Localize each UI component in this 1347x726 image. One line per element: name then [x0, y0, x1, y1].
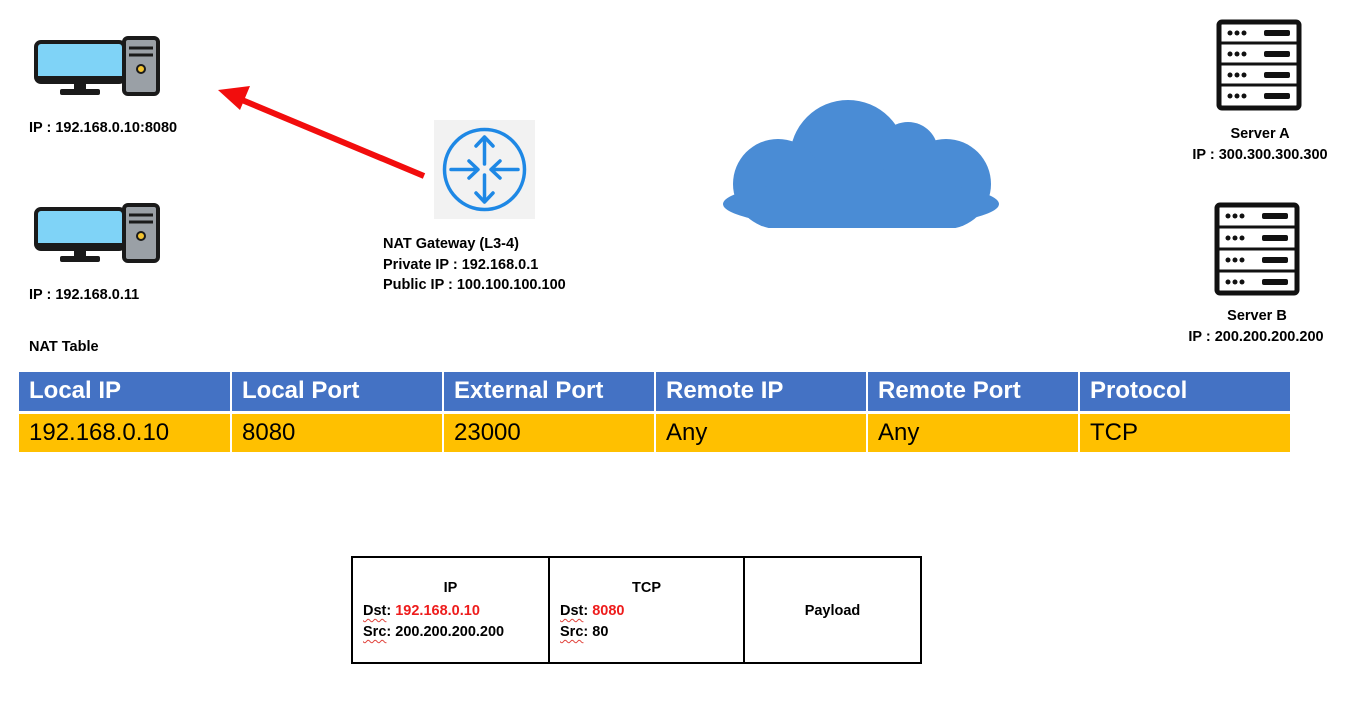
- ip-src-key: Src: [363, 624, 387, 640]
- packet-ip-header: IP Dst: 192.168.0.10 Src: 200.200.200.20…: [353, 558, 548, 662]
- desktop-computer-icon: [34, 203, 160, 263]
- server-rack-icon: [1214, 202, 1300, 296]
- column-header-remote-port: Remote Port: [867, 372, 1080, 414]
- tcp-dst-key: Dst: [560, 603, 584, 619]
- tcp-dst-value: 8080: [592, 603, 625, 619]
- server-a-ip-label: IP : 300.300.300.300: [1192, 147, 1328, 163]
- ip-dst-value: 192.168.0.10: [395, 603, 480, 619]
- host-1-ip-label: IP : 192.168.0.10:8080: [29, 120, 178, 136]
- payload-title: Payload: [804, 603, 861, 619]
- tcp-src-key: Src: [560, 624, 584, 640]
- desktop-computer-icon: [34, 36, 160, 96]
- ip-src-value: 200.200.200.200: [395, 624, 505, 640]
- ip-header-title: IP: [443, 580, 458, 596]
- cloud-icon: [723, 100, 999, 228]
- router-icon: [434, 120, 535, 219]
- host-2-ip-label: IP : 192.168.0.11: [29, 287, 140, 303]
- red-arrow-icon: [218, 86, 426, 179]
- cell-protocol: TCP: [1079, 412, 1292, 452]
- server-b-ip-label: IP : 200.200.200.200: [1188, 329, 1324, 345]
- column-header-protocol: Protocol: [1079, 372, 1292, 414]
- server-b-name-label: Server B: [1227, 308, 1287, 324]
- cell-external-port: 23000: [443, 412, 656, 452]
- cell-remote-ip: Any: [655, 412, 868, 452]
- tcp-dst-line: Dst: 8080: [560, 603, 625, 619]
- tcp-src-line: Src: 80: [560, 624, 609, 640]
- tcp-header-title: TCP: [632, 580, 661, 596]
- cell-local-ip: 192.168.0.10: [19, 412, 232, 452]
- column-header-local-port: Local Port: [231, 372, 444, 414]
- tcp-src-value: 80: [592, 624, 609, 640]
- packet-payload: Payload: [743, 558, 920, 662]
- server-rack-icon: [1216, 19, 1302, 111]
- table-row: 192.168.0.10 8080 23000 Any Any TCP: [19, 412, 1292, 452]
- packet-diagram: IP Dst: 192.168.0.10 Src: 200.200.200.20…: [351, 556, 922, 664]
- gateway-public-ip-label: Public IP : 100.100.100.100: [383, 277, 566, 293]
- ip-dst-line: Dst: 192.168.0.10: [363, 603, 480, 619]
- nat-table-title: NAT Table: [29, 339, 99, 355]
- ip-src-line: Src: 200.200.200.200: [363, 624, 505, 640]
- packet-tcp-header: TCP Dst: 8080 Src: 80: [548, 558, 743, 662]
- column-header-external-port: External Port: [443, 372, 656, 414]
- gateway-name-label: NAT Gateway (L3-4): [383, 236, 519, 252]
- server-a-name-label: Server A: [1230, 126, 1290, 142]
- cell-remote-port: Any: [867, 412, 1080, 452]
- nat-table-header-row: Local IP Local Port External Port Remote…: [19, 372, 1292, 414]
- column-header-local-ip: Local IP: [19, 372, 232, 414]
- ip-dst-key: Dst: [363, 603, 387, 619]
- gateway-private-ip-label: Private IP : 192.168.0.1: [383, 257, 539, 273]
- cell-local-port: 8080: [231, 412, 444, 452]
- column-header-remote-ip: Remote IP: [655, 372, 868, 414]
- nat-table: Local IP Local Port External Port Remote…: [19, 372, 1292, 452]
